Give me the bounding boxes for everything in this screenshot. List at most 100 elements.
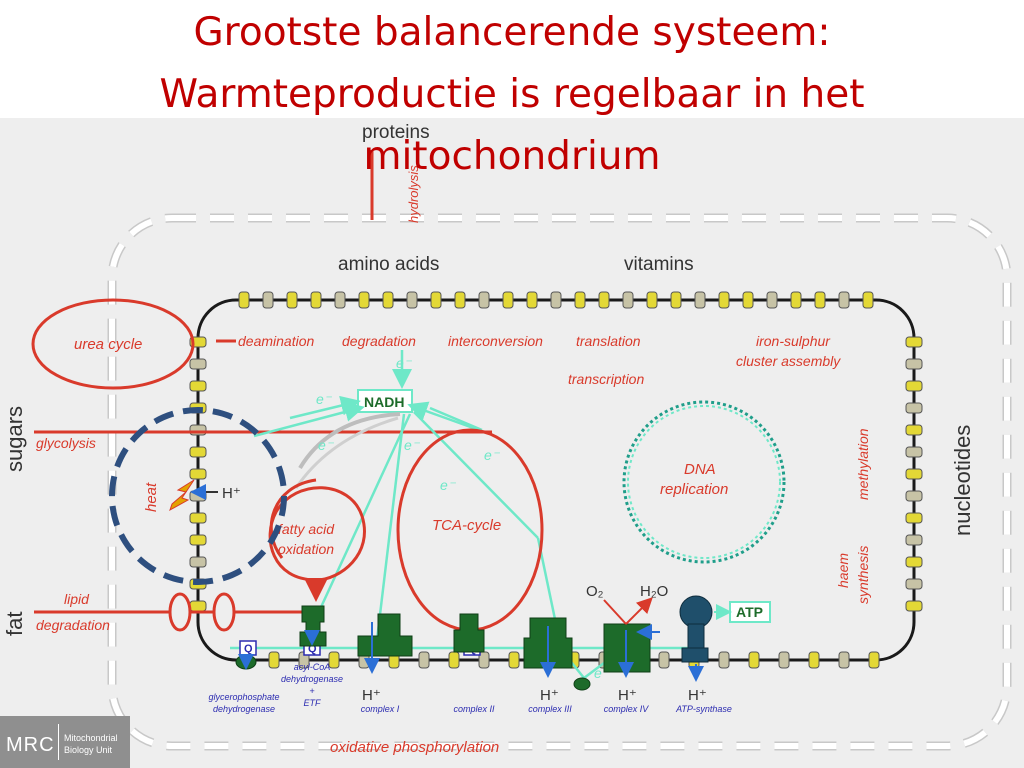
oxphos-label: oxidative phosphorylation [330, 739, 499, 756]
complex-iii-caption: complex III [528, 704, 572, 714]
membrane-particle [598, 291, 610, 309]
membrane-particle [502, 291, 514, 309]
membrane-particle [189, 468, 207, 480]
vitamins-label: vitamins [624, 254, 694, 275]
membrane-particle [238, 291, 250, 309]
title-line-3: mitochondrium [363, 134, 661, 179]
membrane-particle [448, 651, 460, 669]
mrc-unit-text: Mitochondrial Biology Unit [64, 732, 118, 756]
membrane-particle [430, 291, 442, 309]
atp-label: ATP [736, 604, 763, 620]
haem-label-2: synthesis [855, 546, 871, 604]
glycolysis-label: glycolysis [36, 435, 96, 451]
lipid-carrier-right [212, 592, 236, 632]
dna-label-1: DNA [684, 461, 716, 478]
h-label-complex-i: H⁺ [362, 687, 381, 704]
membrane-particle [526, 291, 538, 309]
iron-sulphur-label-2: cluster assembly [736, 353, 841, 369]
glycero-caption-2: dehydrogenase [213, 704, 275, 714]
membrane-particle [905, 446, 923, 458]
h-plus-labels: H⁺ H⁺ H⁺ H⁺ [362, 687, 707, 704]
iron-sulphur-label-1: iron-sulphur [756, 333, 831, 349]
nadh-label: NADH [364, 394, 404, 410]
lipid-label: lipid [64, 591, 90, 607]
membrane-particle [334, 291, 346, 309]
membrane-particle [808, 651, 820, 669]
membrane-particle [905, 534, 923, 546]
complex-iv-to-h2o [625, 597, 653, 625]
glycero-caption-1: glycerophosphate [208, 692, 279, 702]
h-label-complex-iii: H⁺ [540, 687, 559, 704]
dna-ring [622, 400, 786, 564]
acyl-caption-4: ETF [304, 698, 322, 708]
gray-flow-2 [294, 416, 399, 489]
membrane-particle [814, 291, 826, 309]
urea-cycle-label: urea cycle [74, 336, 142, 353]
complex-ii-caption: complex II [453, 704, 495, 714]
membrane-particle [418, 651, 430, 669]
membrane-particle [718, 291, 730, 309]
h-label-complex-iv: H⁺ [618, 687, 637, 704]
e-label-5: e⁻ [484, 447, 501, 463]
atp-synthase-caption: ATP-synthase [675, 704, 732, 714]
membrane-particle [478, 291, 490, 309]
membrane-particle [262, 291, 274, 309]
membrane-particle [550, 291, 562, 309]
acyl-caption-3: + [309, 686, 314, 696]
heat-bolt-icon [169, 479, 195, 512]
slide-title: Grootste balancerende systeem: Warmtepro… [0, 2, 1024, 188]
amino-acids-label: amino acids [338, 254, 439, 275]
membrane-particle [905, 578, 923, 590]
fatty-acid-label-1: fatty acid [278, 521, 335, 537]
translation-label: translation [576, 333, 641, 349]
atp-synthase-shape [679, 595, 713, 663]
membrane-particle [905, 424, 923, 436]
lipid-degradation-label: degradation [36, 617, 110, 633]
fatty-acid-label-2: oxidation [278, 541, 334, 557]
membrane-particle [868, 651, 880, 669]
sugars-label: sugars [2, 406, 27, 472]
membrane-particle [622, 291, 634, 309]
membrane-particle [646, 291, 658, 309]
deamination-label: deamination [238, 333, 314, 349]
membrane-particle [905, 600, 923, 612]
membrane-particle [862, 291, 874, 309]
membrane-particle [358, 291, 370, 309]
membrane-particle [694, 291, 706, 309]
title-line-1: Grootste balancerende systeem: [193, 10, 831, 55]
membrane-particle [310, 291, 322, 309]
membrane-particle [382, 291, 394, 309]
membrane-particle [406, 291, 418, 309]
mitochondrion-diagram: proteins hydrolysis amino acids vitamins… [2, 122, 1012, 756]
membrane-particle [838, 651, 850, 669]
dna-label-2: replication [660, 481, 728, 498]
e-label-2: e⁻ [316, 391, 333, 407]
dna-ring-inner [627, 405, 781, 559]
acyl-caption-1: acyl-CoA [294, 662, 331, 672]
hydrolysis-label: hydrolysis [406, 165, 421, 223]
membrane-particle [905, 512, 923, 524]
membrane-particle [778, 651, 790, 669]
membrane-particle [189, 600, 207, 612]
e-label-6: e⁻ [440, 477, 457, 493]
complex-captions: acyl-CoA dehydrogenase + ETF glycerophos… [208, 662, 731, 714]
electron-labels: e⁻ e⁻ e⁻ e⁻ e⁻ e⁻ e⁻ [316, 355, 611, 681]
proteins-label: proteins [362, 122, 430, 143]
fat-label: fat [2, 612, 27, 636]
lipid-carrier-left [168, 592, 192, 632]
e-label-3: e⁻ [318, 437, 335, 453]
membrane-particle [905, 380, 923, 392]
logo-separator [58, 724, 59, 760]
cytochrome-c-shape [573, 677, 591, 691]
membrane-particle [766, 291, 778, 309]
mrc-unit-line-2: Biology Unit [64, 745, 113, 755]
proton-arrows [238, 622, 704, 682]
membrane-particle [742, 291, 754, 309]
heat-h-label: H⁺ [222, 485, 241, 502]
membrane-particle [328, 651, 340, 669]
membrane-particle [905, 468, 923, 480]
h2o-label: H₂O [640, 583, 668, 600]
h-label-atp-synthase: H⁺ [688, 687, 707, 704]
membrane-particle [574, 291, 586, 309]
e-label-1: e⁻ [396, 355, 413, 371]
